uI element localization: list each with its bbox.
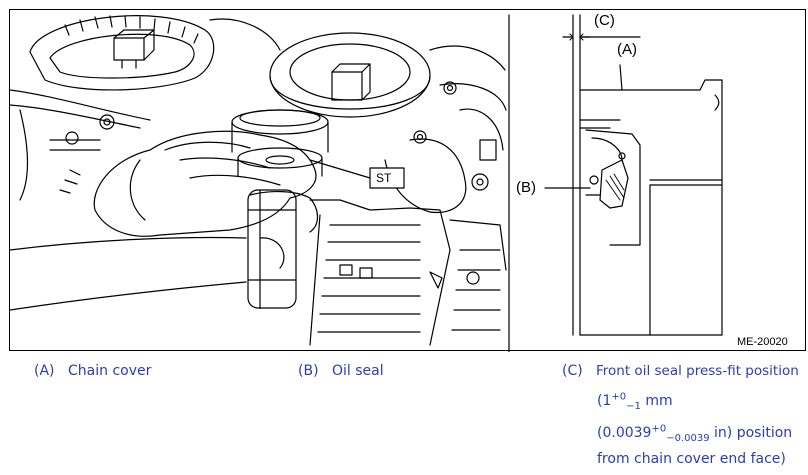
seal-cross-section	[544, 14, 723, 336]
installation-illustration	[10, 15, 507, 346]
legend-a-text: Chain cover	[68, 363, 152, 379]
lower-bracket	[309, 138, 507, 346]
chain-cover	[579, 79, 723, 336]
legend-b-letter: (B)	[298, 363, 319, 379]
callout-b: (B)	[516, 179, 536, 196]
legend-c-tail: from chain cover end face)	[597, 451, 786, 467]
callout-c: (C)	[594, 12, 615, 29]
oil-seal	[585, 129, 723, 336]
gloved-hand	[59, 130, 319, 237]
seal-installer-tool	[231, 109, 329, 177]
legend-b: (B) Oil seal	[298, 362, 498, 382]
figure-id: ME-20020	[737, 336, 788, 348]
legend-b-text: Oil seal	[332, 363, 384, 379]
legend-a: (A) Chain cover	[34, 362, 274, 382]
legend-c-text: Front oil seal press-fit position	[596, 363, 799, 379]
crank-sprocket	[29, 15, 215, 91]
belt-line	[10, 89, 151, 121]
callout-a: (A)	[617, 41, 637, 58]
legend-a-letter: (A)	[34, 363, 55, 379]
callout-st: ST	[376, 171, 392, 185]
hammer	[10, 189, 297, 311]
st-leader	[309, 159, 371, 179]
bolt-left	[49, 114, 115, 151]
diagram-frame: ST (C) (A) (B) ME-20020	[9, 9, 806, 352]
diagram-canvas	[10, 14, 723, 352]
st-box	[369, 167, 405, 189]
legend-c-mm: (1+0−1 mm	[597, 391, 673, 412]
legend-c: (C) Front oil seal press-fit position (1…	[562, 362, 806, 472]
a-leader	[619, 64, 623, 91]
legend-c-letter: (C)	[562, 363, 583, 379]
main-pulley	[269, 32, 431, 118]
legend-c-inch: (0.0039+0−0.0039 in) position	[597, 423, 793, 444]
